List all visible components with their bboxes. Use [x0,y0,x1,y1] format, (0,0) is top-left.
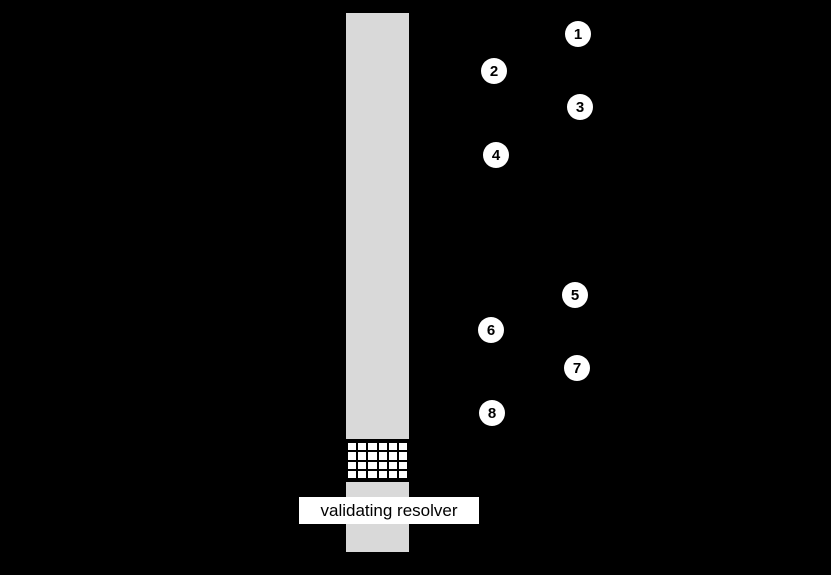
step-marker-1: 1 [565,21,591,47]
cache-grid-cell [378,443,387,451]
cache-grid-cell [388,443,397,451]
cache-grid-cell [378,470,387,478]
cache-grid-cell [368,470,377,478]
cache-grid-cell [368,452,377,460]
step-marker-5: 5 [562,282,588,308]
cache-grid-cell [358,452,367,460]
cache-grid-cell [358,461,367,469]
cache-grid-cell [398,461,407,469]
step-marker-6: 6 [478,317,504,343]
cache-grid-cell [368,461,377,469]
cache-grid-cell [348,470,357,478]
step-marker-8: 8 [479,400,505,426]
cache-grid-cell [358,443,367,451]
cache-grid-cell [398,452,407,460]
cache-grid-cell [378,452,387,460]
step-marker-2: 2 [481,58,507,84]
cache-grid-cell [348,461,357,469]
cache-grid-cell [358,470,367,478]
resolver-bar-upper [345,12,410,440]
cache-grid-cell [388,452,397,460]
step-marker-4: 4 [483,142,509,168]
cache-grid [345,440,410,481]
cache-grid-cell [378,461,387,469]
cache-grid-cell [398,443,407,451]
cache-grid-cell [368,443,377,451]
cache-grid-cell [388,470,397,478]
cache-grid-cell [348,452,357,460]
step-marker-3: 3 [567,94,593,120]
cache-grid-cell [348,443,357,451]
cache-grid-cell [398,470,407,478]
step-marker-7: 7 [564,355,590,381]
cache-grid-cell [388,461,397,469]
resolver-label: validating resolver [299,497,479,524]
